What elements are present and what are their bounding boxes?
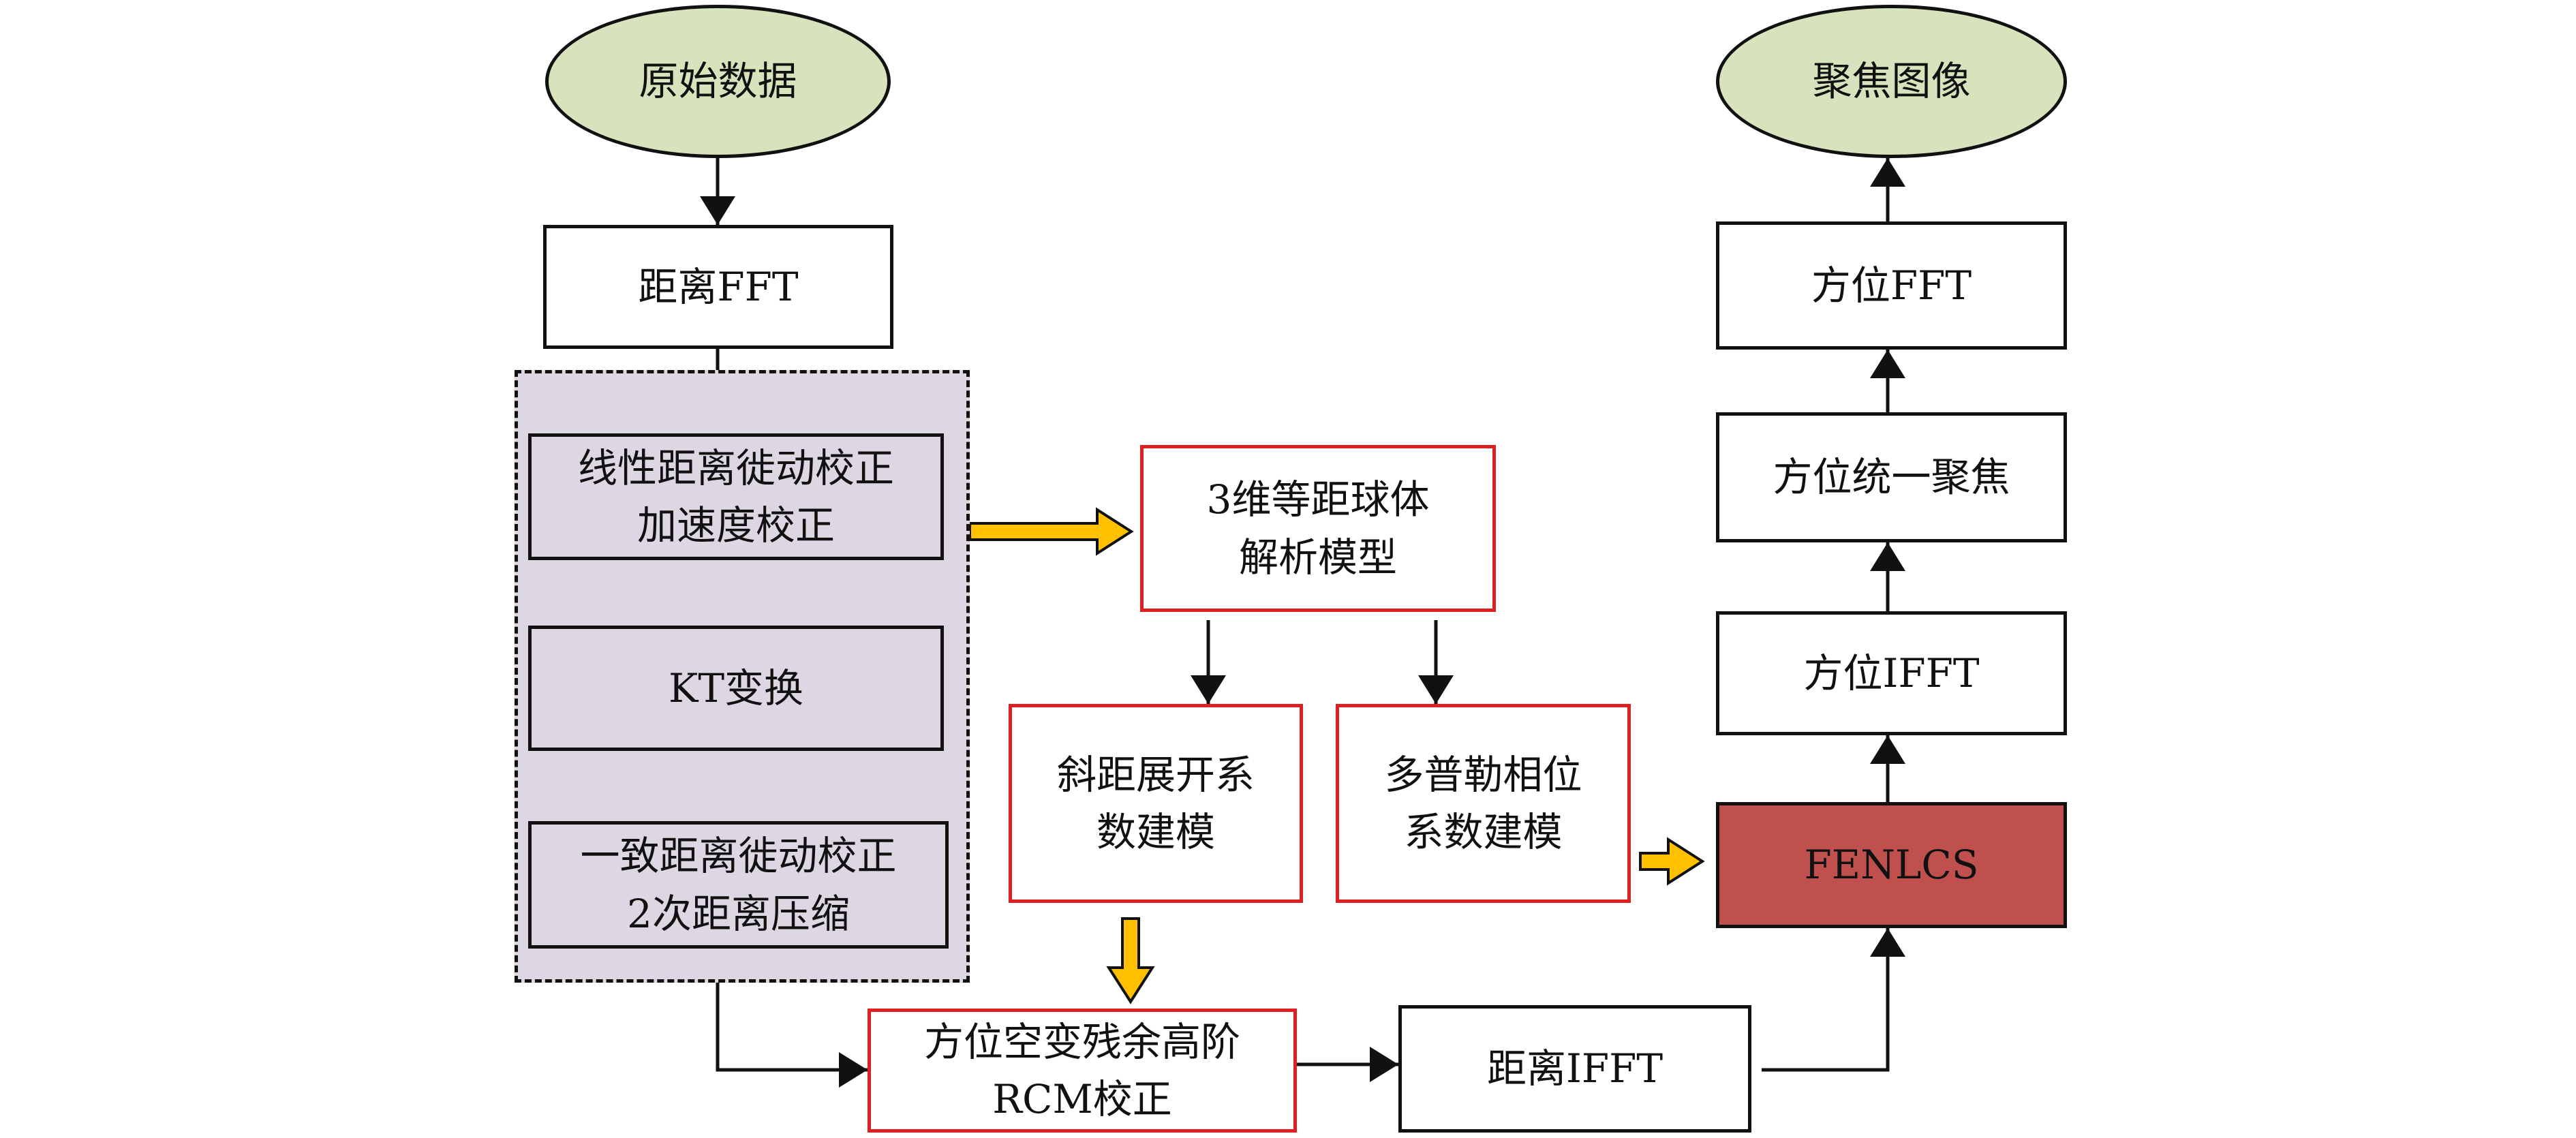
range-fft-label: 距离FFT <box>638 263 799 310</box>
kt-transform-label: KT变换 <box>668 664 804 711</box>
arrow-range-ifft-to-fenlcs <box>1762 928 1905 1072</box>
doppler-model-line1: 多普勒相位 <box>1384 751 1582 798</box>
azimuth-focus-label: 方位统一聚焦 <box>1773 454 2010 501</box>
slant-model-line1: 斜距展开系 <box>1056 751 1255 798</box>
yellow-arrow-doppler-to-fenlcs <box>1639 837 1705 886</box>
yellow-arrow-group-to-model <box>968 507 1134 556</box>
azimuth-rcm-line2: RCM校正 <box>992 1076 1172 1122</box>
uniform-rcm-line2: 2次距离压缩 <box>627 890 850 937</box>
slant-model-node: 斜距展开系 数建模 <box>1009 704 1303 903</box>
range-fft-node: 距离FFT <box>543 225 893 349</box>
fenlcs-node: FENLCS <box>1716 802 2067 928</box>
focused-image-label: 聚焦图像 <box>1812 58 1971 105</box>
linear-rcm-line1: 线性距离徙动校正 <box>577 444 894 491</box>
uniform-rcm-node: 一致距离徙动校正 2次距离压缩 <box>528 821 949 949</box>
azimuth-fft-node: 方位FFT <box>1716 221 2067 350</box>
arrow-uniform-to-azimuth-rcm <box>716 972 868 1088</box>
raw-data-node: 原始数据 <box>545 5 891 158</box>
yellow-arrow-slant-to-rcm <box>1106 917 1155 1004</box>
azimuth-ifft-label: 方位IFFT <box>1803 649 1980 696</box>
analytic-model-line1: 3维等距球体 <box>1206 476 1430 523</box>
raw-data-label: 原始数据 <box>639 58 797 105</box>
analytic-model-line2: 解析模型 <box>1238 534 1397 581</box>
range-ifft-node: 距离IFFT <box>1398 1005 1751 1133</box>
analytic-model-node: 3维等距球体 解析模型 <box>1140 445 1496 612</box>
doppler-model-line2: 系数建模 <box>1404 809 1563 855</box>
azimuth-fft-label: 方位FFT <box>1811 262 1972 309</box>
slant-model-line2: 数建模 <box>1096 809 1215 855</box>
fenlcs-label: FENLCS <box>1804 842 1979 889</box>
azimuth-focus-node: 方位统一聚焦 <box>1716 412 2067 542</box>
linear-rcm-line2: 加速度校正 <box>637 502 835 549</box>
azimuth-ifft-node: 方位IFFT <box>1716 611 2067 735</box>
focused-image-node: 聚焦图像 <box>1716 5 2067 158</box>
azimuth-rcm-node: 方位空变残余高阶 RCM校正 <box>868 1009 1297 1133</box>
doppler-model-node: 多普勒相位 系数建模 <box>1336 704 1631 903</box>
kt-transform-node: KT变换 <box>528 626 944 751</box>
uniform-rcm-line1: 一致距离徙动校正 <box>580 833 897 880</box>
linear-rcm-node: 线性距离徙动校正 加速度校正 <box>528 433 944 560</box>
range-ifft-label: 距离IFFT <box>1486 1045 1663 1092</box>
azimuth-rcm-line1: 方位空变残余高阶 <box>923 1018 1240 1065</box>
